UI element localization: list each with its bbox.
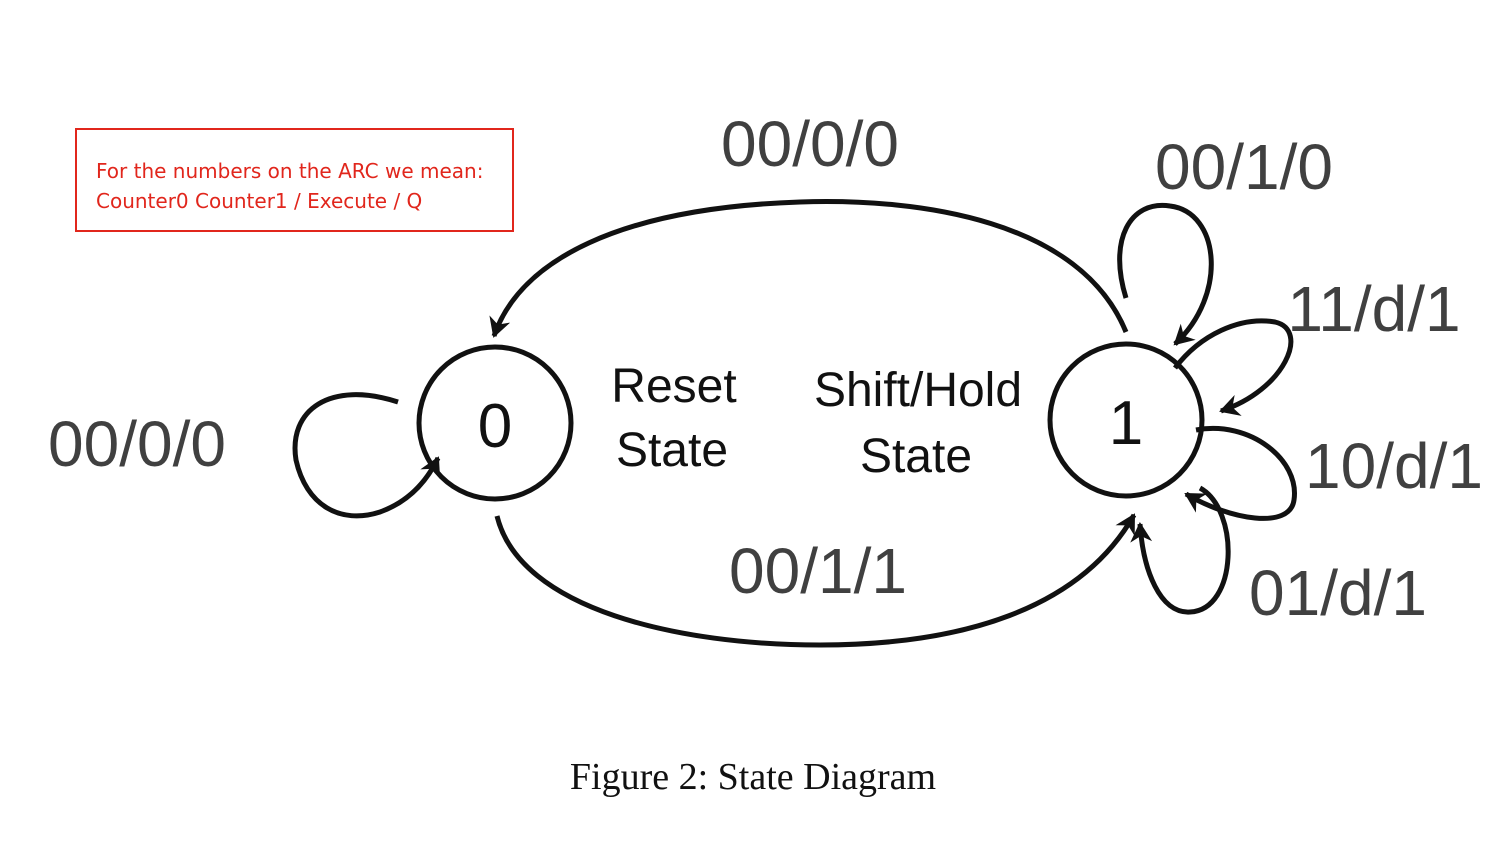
transition-label-1-self-00-1-0: 00/1/0 <box>1155 131 1333 203</box>
arc-state-0-self-loop <box>292 392 441 519</box>
arc-legend-line-1: For the numbers on the ARC we mean: <box>96 159 484 183</box>
transition-label-1-to-0: 00/0/0 <box>721 108 899 180</box>
arc-state-1-self-loop-01-d-1 <box>1130 485 1231 615</box>
arc-state-1-self-loop-11-d-1 <box>1173 318 1294 416</box>
state-1-name-line-1: Shift/Hold <box>814 364 1022 417</box>
arc-state-1-to-state-0 <box>489 199 1129 338</box>
state-1-name-line-2: State <box>860 430 972 483</box>
state-1-label: 1 <box>1109 389 1143 458</box>
transition-label-0-to-1: 00/1/1 <box>729 535 907 607</box>
state-0-circle <box>416 344 574 502</box>
state-0-label: 0 <box>478 392 512 461</box>
transition-label-1-self-10-d-1: 10/d/1 <box>1305 430 1483 502</box>
arc-state-0-to-state-1 <box>494 513 1137 648</box>
transition-label-1-self-11-d-1: 11/d/1 <box>1287 273 1460 345</box>
arc-state-1-self-loop-00-1-0 <box>1117 202 1214 346</box>
state-0-name-line-2: State <box>616 424 728 477</box>
arc-legend-note: For the numbers on the ARC we mean: Coun… <box>75 128 514 232</box>
arc-state-1-self-loop-10-d-1 <box>1184 426 1297 521</box>
transition-label-1-self-01-d-1: 01/d/1 <box>1249 557 1427 629</box>
figure-caption: Figure 2: State Diagram <box>569 756 937 798</box>
state-1-circle <box>1047 341 1205 499</box>
arc-legend-line-2: Counter0 Counter1 / Execute / Q <box>96 189 423 213</box>
transition-label-0-self: 00/0/0 <box>48 408 226 480</box>
state-0-name-line-1: Reset <box>611 360 736 413</box>
